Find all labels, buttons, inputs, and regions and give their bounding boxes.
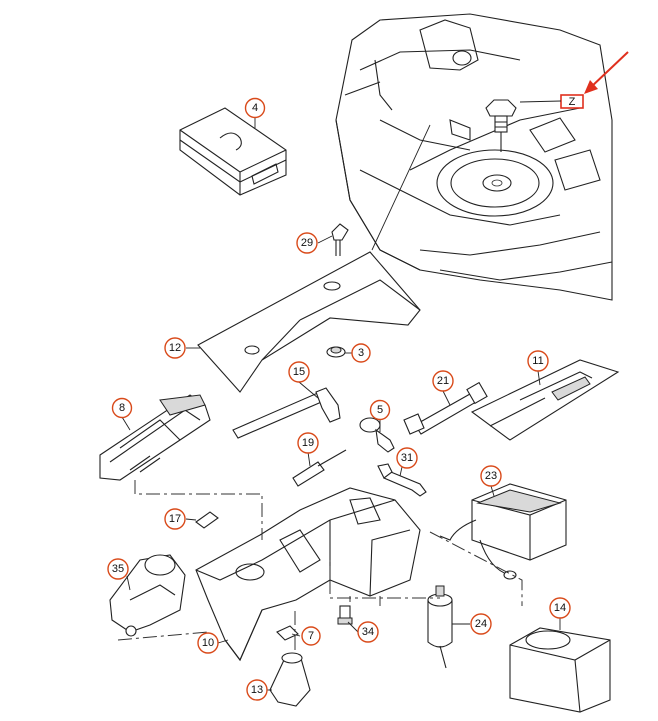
svg-text:34: 34 <box>362 626 374 638</box>
svg-text:13: 13 <box>251 684 263 696</box>
callout-19: 19 <box>297 432 319 454</box>
highlight-box <box>560 94 584 109</box>
svg-text:14: 14 <box>554 602 566 614</box>
callout-35: 35 <box>107 558 129 580</box>
part-13-cap <box>269 652 311 707</box>
callout-13: 13 <box>246 679 268 701</box>
callout-8: 8 <box>111 397 133 419</box>
svg-text:19: 19 <box>302 437 314 449</box>
callout-21: 21 <box>432 370 454 392</box>
svg-text:5: 5 <box>377 404 383 416</box>
part-15-wheel-brace <box>232 387 341 439</box>
part-11-mat <box>470 359 620 441</box>
part-12-floor-cover <box>197 251 421 393</box>
callout-7: 7 <box>301 626 321 646</box>
part-31-spanner <box>377 463 427 497</box>
part-5-towing-eye <box>359 417 395 453</box>
part-23-compressor <box>439 483 567 580</box>
part-10-tool-tray <box>195 487 421 662</box>
part-29-screw <box>331 223 349 256</box>
part-7-clip <box>276 625 299 641</box>
svg-text:31: 31 <box>401 452 413 464</box>
callout-29: 29 <box>296 232 318 254</box>
callout-11: 11 <box>527 350 549 372</box>
highlight-label: Z <box>569 96 576 108</box>
callout-4: 4 <box>244 97 266 119</box>
part-3-plug <box>326 346 346 358</box>
svg-text:7: 7 <box>308 630 314 642</box>
callout-14: 14 <box>549 597 571 619</box>
part-8-jack <box>99 394 211 481</box>
part-17-clip <box>195 511 219 529</box>
svg-text:8: 8 <box>119 402 125 414</box>
callout-31: 31 <box>396 447 418 469</box>
vehicle-trunk-illustration: Z <box>335 13 629 301</box>
part-19-screwdriver <box>292 449 347 487</box>
part-34-valve <box>337 605 353 625</box>
svg-text:15: 15 <box>293 366 305 378</box>
callout-12: 12 <box>164 337 186 359</box>
svg-text:4: 4 <box>252 102 258 114</box>
callout-5: 5 <box>369 399 391 421</box>
svg-text:35: 35 <box>112 563 124 575</box>
svg-text:17: 17 <box>169 513 181 525</box>
callout-15: 15 <box>288 361 310 383</box>
svg-text:10: 10 <box>202 637 214 649</box>
red-arrow-icon <box>584 51 629 94</box>
part-14-holder <box>509 627 611 713</box>
svg-text:3: 3 <box>358 347 364 359</box>
callout-34: 34 <box>357 621 379 643</box>
assembly-guide-lines <box>117 480 523 650</box>
part-24-sealant-bottle <box>427 585 453 669</box>
callout-3: 3 <box>351 343 371 363</box>
svg-text:24: 24 <box>475 618 487 630</box>
callout-17: 17 <box>164 508 186 530</box>
part-35-bracket <box>109 554 186 637</box>
svg-text:11: 11 <box>532 355 543 367</box>
callout-10: 10 <box>197 632 219 654</box>
svg-text:21: 21 <box>437 375 449 387</box>
svg-text:29: 29 <box>301 237 313 249</box>
svg-text:12: 12 <box>169 342 181 354</box>
part-4-storage-case <box>179 107 287 196</box>
svg-text:23: 23 <box>485 470 497 482</box>
callout-leaders <box>121 118 561 691</box>
callout-24: 24 <box>470 613 492 635</box>
part-21-extension-bar <box>403 381 488 435</box>
callout-23: 23 <box>480 465 502 487</box>
